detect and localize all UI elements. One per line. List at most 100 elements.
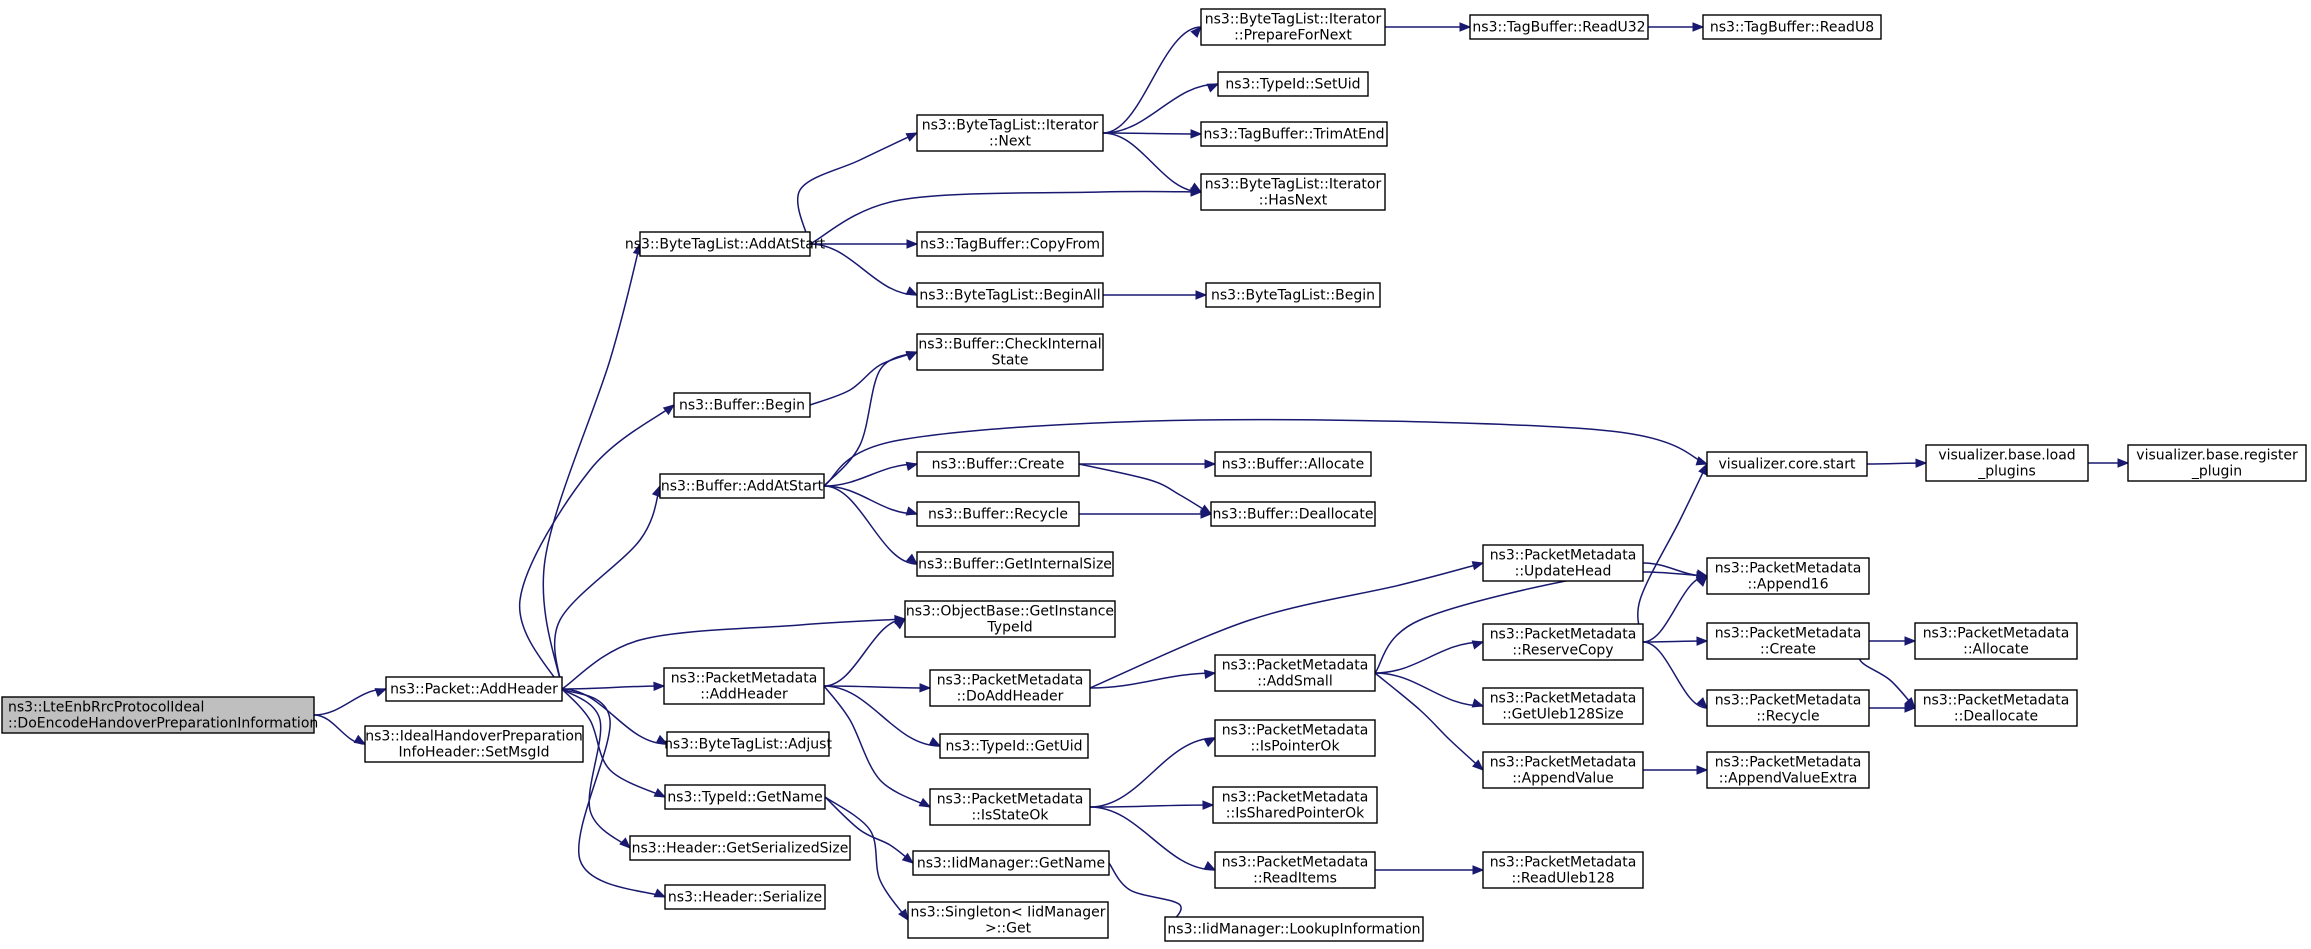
node-pm-appendvalueextra[interactable]: ns3::PacketMetadata::AppendValueExtra: [1706, 751, 1870, 789]
node-label: ::ReserveCopy: [1512, 643, 1613, 659]
node-setmsgid[interactable]: ns3::IdealHandoverPreparationInfoHeader:…: [364, 725, 584, 763]
arrowhead-icon: [928, 736, 942, 747]
node-pm-ispointerok[interactable]: ns3::PacketMetadata::IsPointerOk: [1214, 719, 1376, 757]
arrowhead-icon: [1195, 290, 1208, 300]
edge-root-to-addheader: [313, 688, 388, 716]
node-pm-doaddheader[interactable]: ns3::PacketMetadata::DoAddHeader: [929, 669, 1091, 707]
node-label: _plugin: [2191, 464, 2242, 480]
node-buf-deallocate[interactable]: ns3::Buffer::Deallocate: [1210, 501, 1376, 527]
node-iid-getname[interactable]: ns3::IidManager::GetName: [912, 850, 1110, 876]
edge-tb_readu32-to-tb_readu8: [1648, 22, 1705, 32]
edge-buf_create-to-buf_deallocate: [1078, 463, 1213, 515]
node-tb-trimatend[interactable]: ns3::TagBuffer::TrimAtEnd: [1200, 121, 1388, 147]
node-pm-updatehead[interactable]: ns3::PacketMetadata::UpdateHead: [1482, 544, 1644, 582]
arrowhead-icon: [1471, 640, 1485, 650]
node-hdr-getsersize[interactable]: ns3::Header::GetSerializedSize: [629, 835, 851, 861]
node-label: ns3::Buffer::Allocate: [1222, 457, 1365, 473]
node-buf-allocate[interactable]: ns3::Buffer::Allocate: [1214, 451, 1372, 477]
edge-pm_addsmall-to-pm_getuleb128size: [1374, 672, 1485, 708]
node-pm-allocate[interactable]: ns3::PacketMetadata::Allocate: [1914, 622, 2078, 660]
node-tb-readu32[interactable]: ns3::TagBuffer::ReadU32: [1469, 14, 1649, 40]
node-label: _plugins: [1977, 464, 2036, 480]
edge-pm_reservecopy-to-viz_core_start: [1637, 462, 1708, 643]
edge-pm_addheader-to-pm_doaddheader: [823, 683, 932, 693]
node-box: [1469, 14, 1649, 40]
node-pm-readitems[interactable]: ns3::PacketMetadata::ReadItems: [1214, 851, 1376, 889]
arrowhead-icon: [1696, 636, 1709, 646]
edge-addheader-to-buf_begin: [519, 404, 676, 690]
edge-it_next-to-tid_setuid: [1102, 83, 1220, 134]
node-tid-getname[interactable]: ns3::TypeId::GetName: [664, 784, 826, 810]
node-tid-getuid[interactable]: ns3::TypeId::GetUid: [939, 733, 1089, 759]
edge-line: [824, 796, 914, 864]
node-box: [1200, 173, 1386, 211]
edge-line: [823, 685, 931, 808]
node-pm-deallocate[interactable]: ns3::PacketMetadata::Deallocate: [1914, 689, 2078, 727]
edge-buf_addatstart-to-buf_getinternalsize: [823, 485, 919, 565]
node-btl-begin[interactable]: ns3::ByteTagList::Begin: [1205, 282, 1381, 308]
node-pm-addsmall[interactable]: ns3::PacketMetadata::AddSmall: [1214, 654, 1376, 692]
edge-line: [1089, 804, 1214, 808]
node-pm-reservecopy[interactable]: ns3::PacketMetadata::ReserveCopy: [1482, 623, 1644, 661]
node-it-preparefornext[interactable]: ns3::ByteTagList::Iterator::PrepareForNe…: [1200, 8, 1386, 46]
node-pm-addheader[interactable]: ns3::PacketMetadata::AddHeader: [663, 667, 825, 705]
node-viz-base-load[interactable]: visualizer.base.load_plugins: [1925, 444, 2089, 482]
edge-line: [1374, 672, 1484, 771]
node-box: [629, 835, 851, 861]
node-label: ::DoEncodeHandoverPreparationInformation: [8, 716, 318, 732]
node-buf-create[interactable]: ns3::Buffer::Create: [916, 451, 1080, 477]
node-hdr-serialize[interactable]: ns3::Header::Serialize: [664, 884, 826, 910]
node-pm-append16[interactable]: ns3::PacketMetadata::Append16: [1706, 557, 1870, 595]
node-tb-readu8[interactable]: ns3::TagBuffer::ReadU8: [1702, 14, 1882, 40]
node-buf-addatstart[interactable]: ns3::Buffer::AddAtStart: [659, 473, 825, 499]
node-btl-adjust[interactable]: ns3::ByteTagList::Adjust: [664, 731, 832, 757]
arrowhead-icon: [1190, 129, 1203, 139]
node-tb-copyfrom[interactable]: ns3::TagBuffer::CopyFrom: [916, 231, 1104, 257]
edge-line: [1102, 132, 1202, 193]
edge-line: [561, 688, 631, 849]
node-box: [916, 333, 1104, 371]
arrowhead-icon: [898, 908, 909, 922]
arrowhead-icon: [1206, 83, 1220, 93]
node-box: [639, 231, 811, 257]
node-tid-setuid[interactable]: ns3::TypeId::SetUid: [1217, 71, 1369, 97]
node-pm-create[interactable]: ns3::PacketMetadata::Create: [1706, 622, 1870, 660]
node-buf-recycle[interactable]: ns3::Buffer::Recycle: [916, 501, 1080, 527]
node-iid-lookupinfo[interactable]: ns3::IidManager::LookupInformation: [1164, 916, 1424, 942]
node-btl-addatstart[interactable]: ns3::ByteTagList::AddAtStart: [625, 231, 826, 257]
node-viz-core-start[interactable]: visualizer.core.start: [1706, 451, 1868, 477]
node-label: ns3::PacketMetadata: [1923, 626, 2070, 642]
node-addheader[interactable]: ns3::Packet::AddHeader: [385, 676, 563, 702]
edge-line: [1642, 575, 1708, 643]
node-buf-begin[interactable]: ns3::Buffer::Begin: [673, 392, 811, 418]
node-pm-getuleb128size[interactable]: ns3::PacketMetadata::GetUleb128Size: [1482, 687, 1644, 725]
arrowhead-icon: [905, 553, 919, 565]
node-btl-beginall[interactable]: ns3::ByteTagList::BeginAll: [916, 282, 1104, 308]
node-pm-isstateok[interactable]: ns3::PacketMetadata::IsStateOk: [929, 788, 1091, 826]
arrowhead-icon: [1471, 698, 1485, 708]
node-label: ns3::ByteTagList::Iterator: [922, 118, 1099, 134]
edge-buf_begin-to-buf_checkinternal: [809, 351, 919, 406]
node-it-next[interactable]: ns3::ByteTagList::Iterator::Next: [916, 114, 1104, 152]
arrowhead-icon: [905, 132, 919, 142]
node-singleton-get[interactable]: ns3::Singleton< IidManager>::Get: [907, 901, 1109, 939]
node-it-hasnext[interactable]: ns3::ByteTagList::Iterator::HasNext: [1200, 173, 1386, 211]
node-root[interactable]: ns3::LteEnbRrcProtocolIdeal::DoEncodeHan…: [1, 696, 318, 734]
edge-pm_addheader-to-pm_isstateok: [823, 685, 932, 808]
node-label: ns3::LteEnbRrcProtocolIdeal: [8, 700, 204, 716]
node-viz-base-register[interactable]: visualizer.base.register_plugin: [2127, 444, 2307, 482]
arrowhead-icon: [919, 683, 932, 693]
node-buf-getinternalsize[interactable]: ns3::Buffer::GetInternalSize: [916, 551, 1114, 577]
edge-pm_reservecopy-to-pm_create: [1642, 636, 1709, 646]
arrowhead-icon: [1915, 458, 1928, 468]
node-box: [1200, 121, 1388, 147]
arrowhead-icon: [1190, 26, 1202, 38]
edge-pm_addsmall-to-pm_reservecopy: [1374, 640, 1485, 674]
node-pm-recycle[interactable]: ns3::PacketMetadata::Recycle: [1706, 689, 1870, 727]
node-pm-appendvalue[interactable]: ns3::PacketMetadata::AppendValue: [1482, 751, 1644, 789]
node-label: ns3::IidManager::LookupInformation: [1167, 922, 1420, 938]
node-pm-readuleb128[interactable]: ns3::PacketMetadata::ReadUleb128: [1482, 851, 1644, 889]
node-pm-issharedpointerok[interactable]: ns3::PacketMetadata::IsSharedPointerOk: [1212, 786, 1378, 824]
